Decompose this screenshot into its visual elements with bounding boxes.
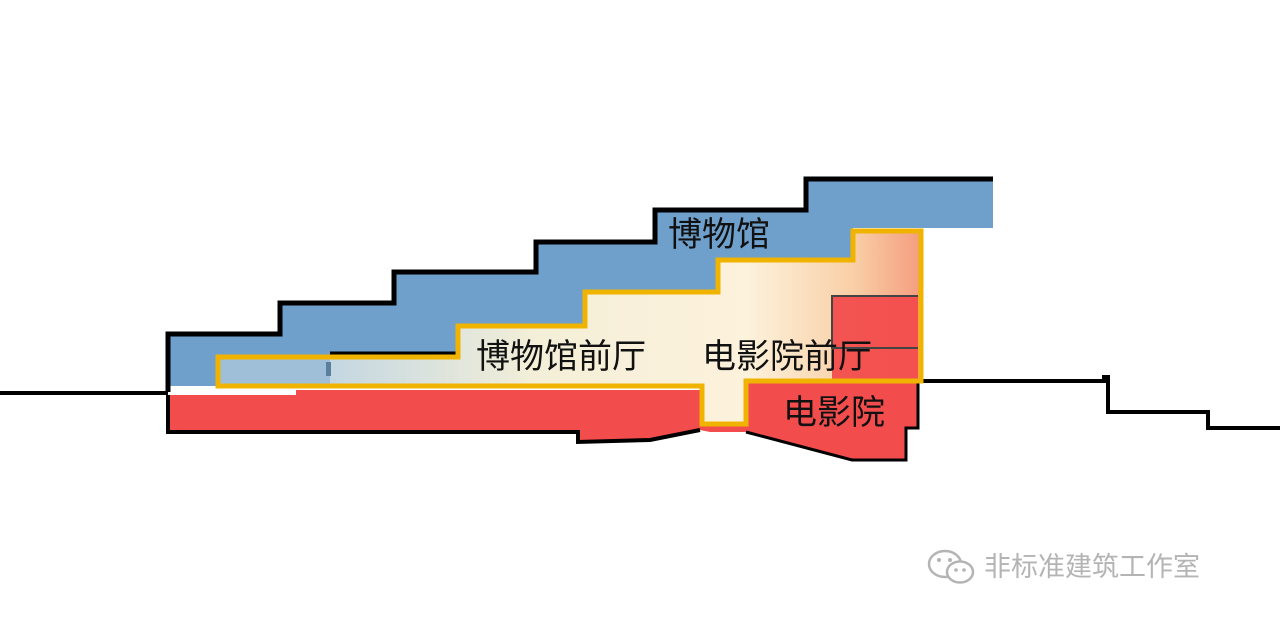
cinema-box-overlay-outline [831,295,918,349]
watermark: 非标准建筑工作室 [926,548,1200,586]
ground-line-right [920,375,1280,430]
cinema-box-overlay [832,296,918,380]
cinema-lobby-label: 电影院前厅 [702,337,872,377]
wechat-icon [927,549,975,584]
lobby-marker [326,362,331,376]
museum-volume [168,179,993,386]
cinema-outline [166,395,701,445]
museum-label: 博物馆 [668,215,770,255]
museum-roof-outline [165,176,993,392]
museum-lobby-label: 博物馆前厅 [476,337,646,377]
watermark-text: 非标准建筑工作室 [984,551,1200,583]
cinema-label: 电影院 [783,393,885,433]
cinema-outline-right [745,382,920,462]
lobby-outline [215,228,924,427]
lobby-left-strip [220,359,330,384]
cinema-volume [168,380,918,460]
